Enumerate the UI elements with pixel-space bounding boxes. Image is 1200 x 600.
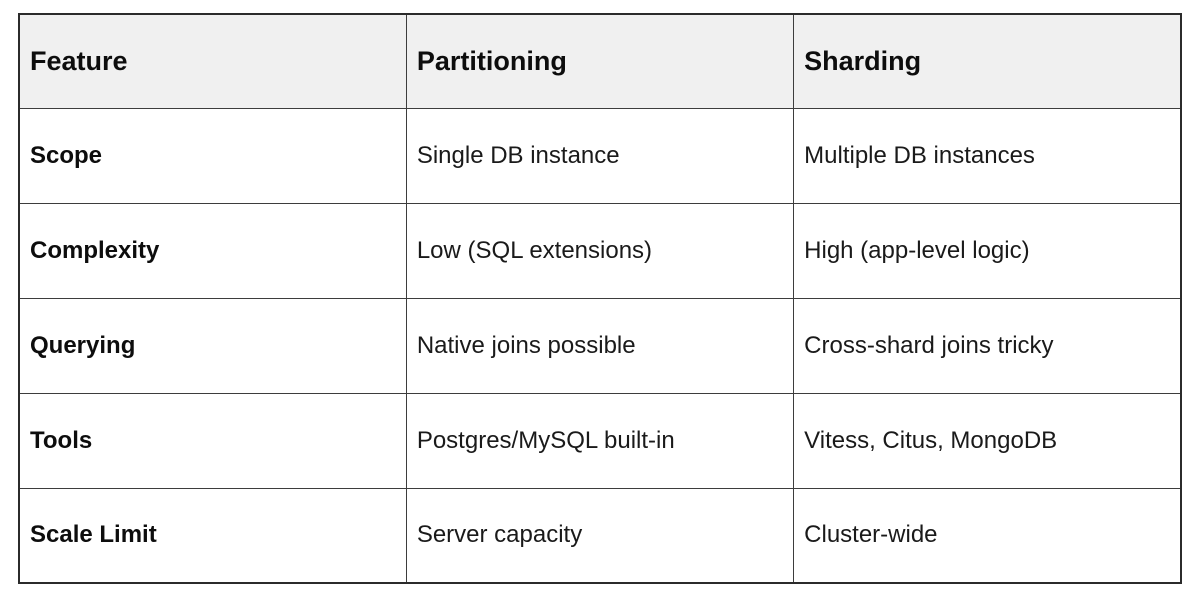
feature-cell: Tools [18,392,407,489]
partitioning-cell: Native joins possible [405,297,795,394]
table-row-complexity: Complexity Low (SQL extensions) High (ap… [18,202,1182,299]
feature-cell: Scale Limit [18,487,407,584]
column-header-partitioning: Partitioning [405,13,795,109]
table-body: Scope Single DB instance Multiple DB ins… [18,107,1182,584]
partitioning-vs-sharding-table: Feature Partitioning Sharding Scope Sing… [18,13,1182,584]
table-row-scale-limit: Scale Limit Server capacity Cluster-wide [18,487,1182,584]
sharding-cell: Vitess, Citus, MongoDB [793,392,1182,489]
sharding-cell: High (app-level logic) [793,202,1182,299]
table-row-tools: Tools Postgres/MySQL built-in Vitess, Ci… [18,392,1182,489]
sharding-cell: Multiple DB instances [793,107,1182,204]
table-header: Feature Partitioning Sharding [18,13,1182,109]
feature-cell: Querying [18,297,407,394]
partitioning-cell: Single DB instance [405,107,795,204]
feature-cell: Complexity [18,202,407,299]
partitioning-cell: Low (SQL extensions) [405,202,795,299]
column-header-feature: Feature [18,13,407,109]
feature-cell: Scope [18,107,407,204]
sharding-cell: Cross-shard joins tricky [793,297,1182,394]
table-row-querying: Querying Native joins possible Cross-sha… [18,297,1182,394]
table-row-scope: Scope Single DB instance Multiple DB ins… [18,107,1182,204]
partitioning-cell: Postgres/MySQL built-in [405,392,795,489]
column-header-sharding: Sharding [793,13,1182,109]
header-row: Feature Partitioning Sharding [18,13,1182,109]
partitioning-cell: Server capacity [405,487,795,584]
sharding-cell: Cluster-wide [793,487,1182,584]
